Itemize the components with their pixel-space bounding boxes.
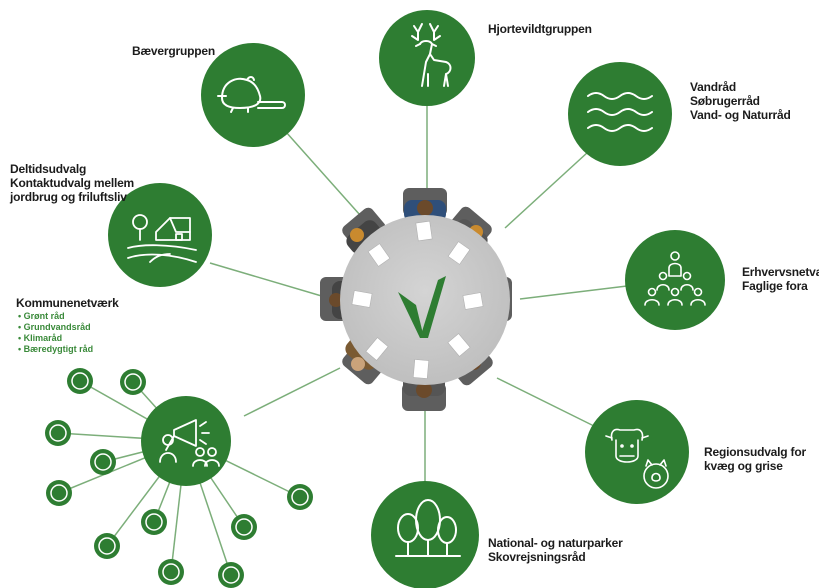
- node-icons: [127, 23, 706, 557]
- connector-lines: [57, 75, 628, 576]
- node-circle-vand: [568, 62, 672, 166]
- label-kommunenetvaerk: Kommunenetværk: [16, 296, 119, 310]
- label-line: Vandråd: [690, 80, 736, 94]
- list-item: • Grønt råd: [18, 311, 65, 321]
- satellite-node: [46, 480, 72, 506]
- satellite-node: [120, 369, 146, 395]
- label-line: Hjortevildtgruppen: [488, 22, 592, 36]
- list-item: • Grundvandsråd: [18, 322, 91, 332]
- label-line: Deltidsudvalg: [10, 162, 87, 176]
- label-line: Skovrejsningsråd: [488, 550, 586, 564]
- label-line: Erhvervsnetværk: [742, 265, 819, 279]
- node-circle-region: [585, 400, 689, 504]
- node-circle-deltid: [108, 183, 212, 287]
- deer-icon: [411, 23, 452, 87]
- beaver-icon: [217, 76, 286, 113]
- label-line: National- og naturparker: [488, 536, 623, 550]
- cow-pig-icon: [605, 428, 669, 489]
- label-line: Vand- og Naturråd: [690, 108, 791, 122]
- megaphone-people-icon: [159, 419, 220, 467]
- label-vand: Vandråd Søbrugerråd Vand- og Naturråd: [690, 80, 791, 122]
- satellite-node: [90, 449, 116, 475]
- label-region: Regionsudvalg for kvæg og grise: [704, 445, 806, 473]
- papers: [351, 220, 484, 379]
- satellite-nodes: [45, 368, 313, 588]
- trees-icon: [395, 499, 461, 557]
- satellite-node: [45, 420, 71, 446]
- label-line: Kommunenetværk: [16, 296, 119, 310]
- node-circle-baevergruppen: [201, 43, 305, 147]
- list-item: • Klimaråd: [18, 333, 63, 343]
- label-line: Regionsudvalg for: [704, 445, 806, 459]
- label-erhverv: Erhvervsnetværk Faglige fora: [742, 265, 819, 293]
- label-line: kvæg og grise: [704, 459, 783, 473]
- label-line: Bævergruppen: [132, 44, 215, 58]
- waves-icon: [587, 92, 653, 132]
- label-national: National- og naturparker Skovrejsningsrå…: [488, 536, 623, 564]
- satellite-node: [67, 368, 93, 394]
- label-line: Faglige fora: [742, 279, 808, 293]
- satellite-node: [141, 509, 167, 535]
- label-line: Kontaktudvalg mellem: [10, 176, 135, 190]
- satellite-node: [94, 533, 120, 559]
- label-line: Søbrugerråd: [690, 94, 760, 108]
- meeting-table: [320, 188, 512, 411]
- node-circle-erhverv: [625, 230, 725, 330]
- satellite-node: [158, 559, 184, 585]
- satellite-node: [218, 562, 244, 588]
- satellite-node: [231, 514, 257, 540]
- label-hjortevildtgruppen: Hjortevildtgruppen: [488, 22, 592, 36]
- check-logo-icon: [398, 276, 446, 338]
- satellite-node: [287, 484, 313, 510]
- node-circle-national: [371, 481, 479, 588]
- list-item: • Bæredygtigt råd: [18, 344, 94, 354]
- kommune-sublist: • Grønt råd • Grundvandsråd • Klimaråd •…: [18, 311, 93, 355]
- network-people-icon: [644, 251, 706, 306]
- label-deltid: Deltidsudvalg Kontaktudvalg mellem jordb…: [10, 162, 134, 204]
- label-baevergruppen: Bævergruppen: [132, 44, 215, 58]
- label-line: jordbrug og friluftsliv: [10, 190, 127, 204]
- farm-house-icon: [127, 214, 197, 263]
